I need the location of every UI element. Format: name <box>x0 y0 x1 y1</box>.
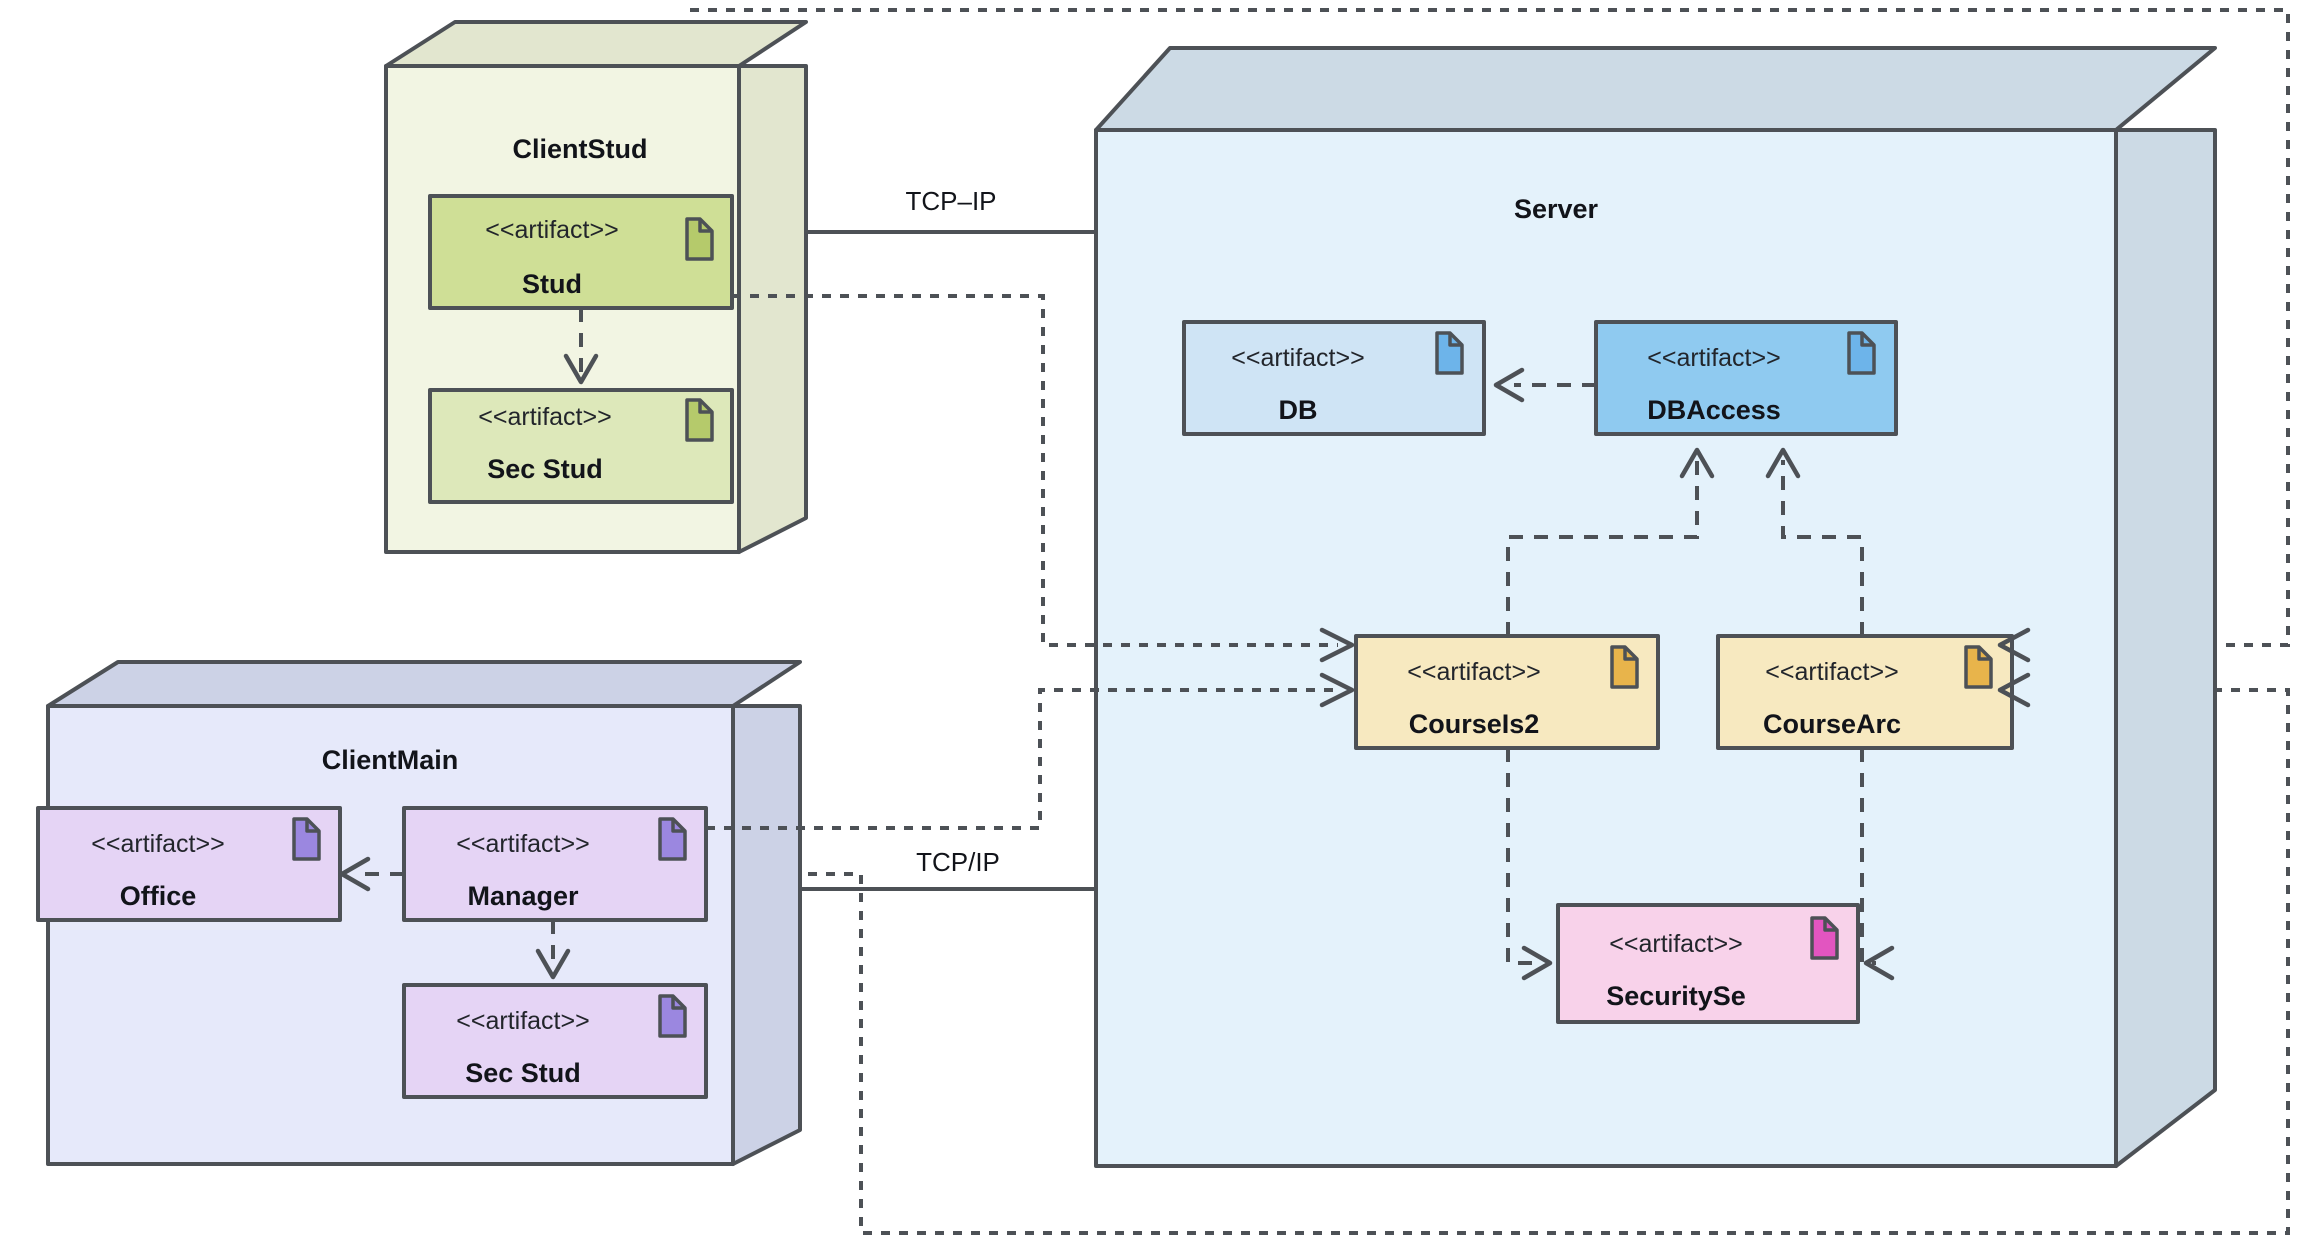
dep-stud-to-courseis2 <box>732 294 1355 663</box>
dep-manager-to-coursearc <box>700 688 2290 1235</box>
artifact-dbaccess[interactable]: <<artifact>> DBAccess <box>1594 320 1898 436</box>
securityse-stereotype: <<artifact>> <box>1609 930 1742 958</box>
sec-stud-2-document-icon <box>658 994 687 1038</box>
manager-stereotype: <<artifact>> <box>456 830 589 858</box>
coursearc-box <box>1716 634 2014 750</box>
coursearc-name: CourseArc <box>1763 709 1901 739</box>
securityse-document-icon <box>1810 916 1839 960</box>
sec-stud-2-box <box>402 983 708 1099</box>
manager-document-icon <box>658 817 687 861</box>
conn-clientstud-server-label: TCP–IP <box>905 186 996 216</box>
courseis2-document-icon <box>1610 645 1639 689</box>
courseis2-name: CourseIs2 <box>1409 709 1540 739</box>
dep-courseis2-to-securityse <box>1506 748 1553 981</box>
dbaccess-stereotype: <<artifact>> <box>1647 344 1780 372</box>
artifact-sec-stud-1[interactable]: <<artifact>> Sec Stud <box>428 388 734 504</box>
sec-stud-1-name: Sec Stud <box>487 454 603 484</box>
dep-courseis2-to-dbaccess <box>1506 447 1715 636</box>
stud-document-icon <box>685 217 714 261</box>
securityse-name: SecuritySe <box>1606 981 1746 1011</box>
clientmain-label: ClientMain <box>322 745 459 775</box>
dep-clientstud-to-coursearc <box>690 8 2290 647</box>
dep-manager-to-office <box>339 856 404 892</box>
stud-name: Stud <box>522 269 582 299</box>
sec-stud-2-name: Sec Stud <box>465 1058 581 1088</box>
server-side-face <box>2114 128 2217 1168</box>
artifact-sec-stud-2[interactable]: <<artifact>> Sec Stud <box>402 983 708 1099</box>
server-top-face <box>1094 46 2217 132</box>
clientmain-side-face <box>731 704 802 1166</box>
clientstud-side-face <box>737 64 808 554</box>
artifact-office[interactable]: <<artifact>> Office <box>36 806 342 922</box>
sec-stud-1-box <box>428 388 734 504</box>
db-name: DB <box>1279 395 1318 425</box>
sec-stud-1-stereotype: <<artifact>> <box>478 403 611 431</box>
office-stereotype: <<artifact>> <box>91 830 224 858</box>
clientmain-top-face <box>46 660 802 708</box>
courseis2-stereotype: <<artifact>> <box>1407 658 1540 686</box>
dep-coursearc-to-dbaccess <box>1765 447 1864 636</box>
artifact-courseis2[interactable]: <<artifact>> CourseIs2 <box>1354 634 1660 750</box>
conn-clientmain-server-label: TCP/IP <box>916 847 1000 877</box>
clientstud-label: ClientStud <box>513 134 648 164</box>
db-stereotype: <<artifact>> <box>1231 344 1364 372</box>
office-name: Office <box>120 881 197 911</box>
stud-stereotype: <<artifact>> <box>485 216 618 244</box>
securityse-box <box>1556 903 1860 1024</box>
coursearc-document-icon <box>1964 645 1993 689</box>
dep-stud-to-sec-stud <box>563 308 599 385</box>
artifact-securityse[interactable]: <<artifact>> SecuritySe <box>1556 903 1860 1024</box>
sec-stud-2-stereotype: <<artifact>> <box>456 1007 589 1035</box>
dbaccess-name: DBAccess <box>1647 395 1781 425</box>
artifact-manager[interactable]: <<artifact>> Manager <box>402 806 708 922</box>
manager-name: Manager <box>467 881 579 911</box>
dbaccess-document-icon <box>1847 331 1876 375</box>
courseis2-box <box>1354 634 1660 750</box>
server-label: Server <box>1514 194 1599 224</box>
clientstud-top-face-main <box>384 20 808 68</box>
artifact-stud[interactable]: <<artifact>> Stud <box>428 194 734 310</box>
dbaccess-box <box>1594 320 1898 436</box>
artifact-db[interactable]: <<artifact>> DB <box>1182 320 1486 436</box>
db-document-icon <box>1435 331 1464 375</box>
dep-dbaccess-to-db <box>1493 367 1596 403</box>
db-box <box>1182 320 1486 436</box>
sec-stud-1-document-icon <box>685 398 714 442</box>
office-box <box>36 806 342 922</box>
dep-coursearc-to-securityse <box>1860 748 1895 981</box>
dep-manager-to-courseis2 <box>706 672 1355 830</box>
artifact-coursearc[interactable]: <<artifact>> CourseArc <box>1716 634 2014 750</box>
office-document-icon <box>292 817 321 861</box>
dep-coursearc-inbound-arrows <box>1997 627 2031 708</box>
coursearc-stereotype: <<artifact>> <box>1765 658 1898 686</box>
dep-manager-to-sec-stud <box>535 920 571 980</box>
